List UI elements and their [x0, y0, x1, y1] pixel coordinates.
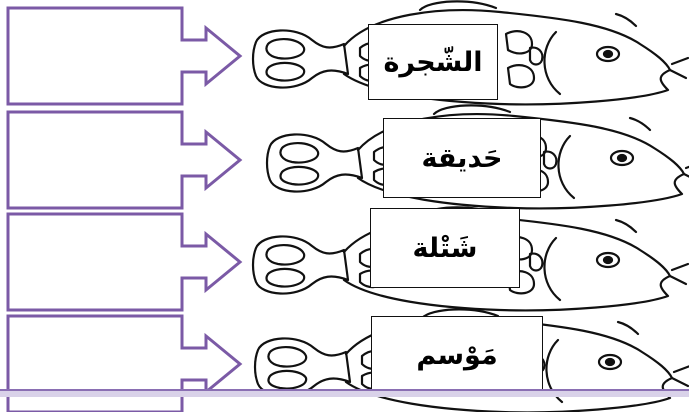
worksheet-row: الشّجرة — [0, 0, 689, 106]
arrow-box-icon — [6, 110, 243, 210]
worksheet-row: مَوْسم — [0, 308, 689, 412]
answer-field[interactable] — [14, 118, 178, 202]
arrow-box-icon — [6, 314, 243, 412]
row-art — [6, 0, 689, 106]
bottom-bar — [0, 389, 689, 397]
answer-field[interactable] — [14, 220, 178, 304]
word-label: الشّجرة — [368, 24, 498, 100]
answer-field[interactable] — [14, 14, 178, 98]
worksheet-row: شَتْلة — [0, 206, 689, 312]
row-art — [6, 104, 689, 210]
word-label: حَديقة — [383, 118, 541, 198]
arrow-box-icon — [6, 6, 243, 106]
fish-icon — [265, 104, 689, 210]
word-label: شَتْلة — [370, 208, 520, 288]
worksheet-row: حَديقة — [0, 104, 689, 210]
arrow-box-icon — [6, 212, 243, 312]
word-label: مَوْسم — [371, 316, 543, 394]
